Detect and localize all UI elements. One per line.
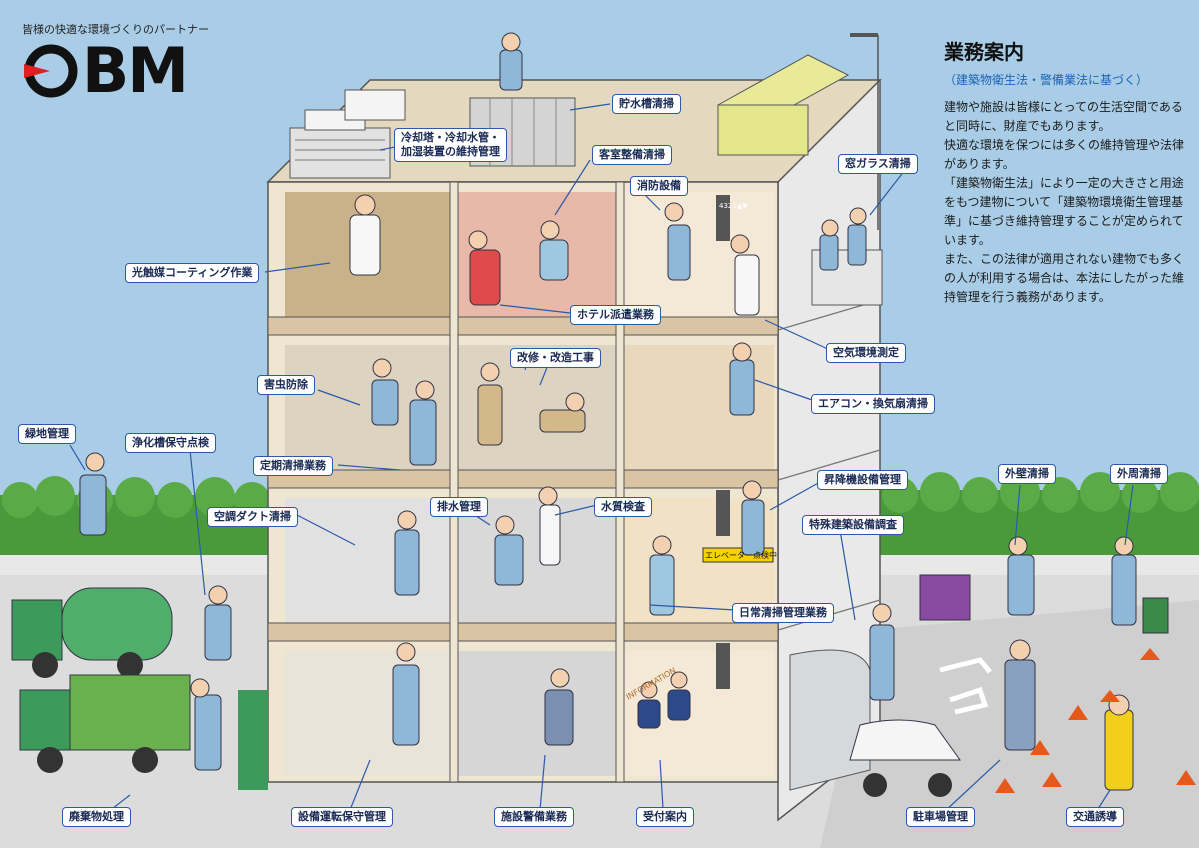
elevator-shaft bbox=[716, 195, 730, 689]
lobby-glass bbox=[789, 649, 871, 791]
floor-2 bbox=[267, 498, 779, 642]
company-logo: BM bbox=[82, 34, 189, 107]
elevator-sign: エレベーター点検中 bbox=[705, 550, 777, 560]
label-waste: 廃棄物処理 bbox=[62, 807, 131, 827]
label-cooling-tower: 冷却塔・冷却水管・ 加湿装置の維持管理 bbox=[394, 128, 507, 162]
high-pressure-washer bbox=[919, 574, 971, 621]
logo-mark-icon bbox=[24, 44, 78, 98]
car bbox=[849, 719, 961, 797]
label-duct: 空調ダクト清掃 bbox=[207, 507, 298, 527]
label-perimeter: 外周清掃 bbox=[1110, 464, 1168, 484]
label-regular-cleaning: 定期清掃業務 bbox=[253, 456, 333, 476]
label-drain: 排水管理 bbox=[430, 497, 488, 517]
label-guest-room: 客室整備清掃 bbox=[592, 145, 672, 165]
label-photocatalyst: 光触媒コーティング作業 bbox=[125, 263, 260, 283]
floor-1 bbox=[285, 651, 774, 776]
label-septic: 浄化槽保守点検 bbox=[125, 433, 216, 453]
info-paragraph: 建物や施設は皆様にとっての生活空間であると同時に、財産でもあります。 bbox=[944, 100, 1183, 133]
workers bbox=[79, 32, 1137, 791]
label-water-quality: 水質検査 bbox=[594, 497, 652, 517]
info-panel: 業務案内 （建築物衛生法・警備業法に基づく） 建物や施設は皆様にとっての生活空間… bbox=[944, 36, 1194, 307]
floor-4 bbox=[267, 192, 779, 336]
label-exterior-wall: 外壁清掃 bbox=[998, 464, 1056, 484]
gondola bbox=[716, 33, 883, 306]
label-reception: 受付案内 bbox=[636, 807, 694, 827]
floor-indicator: 4321▲▼ bbox=[719, 202, 748, 210]
label-facility-operation: 設備運転保守管理 bbox=[291, 807, 393, 827]
info-paragraph: 快適な環境を保つには多くの維持管理や法律があります。 bbox=[944, 138, 1185, 171]
parking-marking bbox=[939, 657, 992, 715]
garbage-truck bbox=[19, 674, 268, 790]
label-security: 施設警備業務 bbox=[494, 807, 574, 827]
label-renovation: 改修・改造工事 bbox=[510, 348, 601, 368]
label-fire-equipment: 消防設備 bbox=[630, 176, 688, 196]
label-elevator: 昇降機設備管理 bbox=[817, 470, 908, 490]
label-green: 緑地管理 bbox=[18, 424, 76, 444]
cooling-tower bbox=[289, 89, 406, 179]
info-paragraph: また、この法律が適用されない建物でも多くの人が利用する場合は、本法にしたがった維… bbox=[944, 252, 1185, 304]
info-subtitle: （建築物衛生法・警備業法に基づく） bbox=[944, 73, 1149, 87]
label-parking: 駐車場管理 bbox=[906, 807, 975, 827]
tagline: 皆様の快適な環境づくりのパートナー bbox=[22, 23, 209, 36]
traffic-cones bbox=[995, 648, 1196, 793]
label-water-tank: 貯水槽清掃 bbox=[612, 94, 681, 114]
label-daily-cleaning: 日常清掃管理業務 bbox=[732, 603, 834, 623]
trash-bin bbox=[1142, 597, 1169, 634]
septic-truck bbox=[11, 587, 173, 678]
info-title: 業務案内 bbox=[944, 40, 1024, 64]
label-pest: 害虫防除 bbox=[257, 375, 315, 395]
label-window-glass: 窓ガラス清掃 bbox=[838, 154, 918, 174]
label-special-building: 特殊建築設備調査 bbox=[802, 515, 904, 535]
label-aircon: エアコン・換気扇清掃 bbox=[811, 394, 935, 414]
label-hotel-dispatch: ホテル派遣業務 bbox=[570, 305, 661, 325]
label-traffic: 交通誘導 bbox=[1066, 807, 1124, 827]
label-air-env: 空気環境測定 bbox=[826, 343, 906, 363]
info-paragraph: 「建築物衛生法」により一定の大きさと用途をもつ建物について「建築物環境衛生管理基… bbox=[944, 176, 1184, 247]
